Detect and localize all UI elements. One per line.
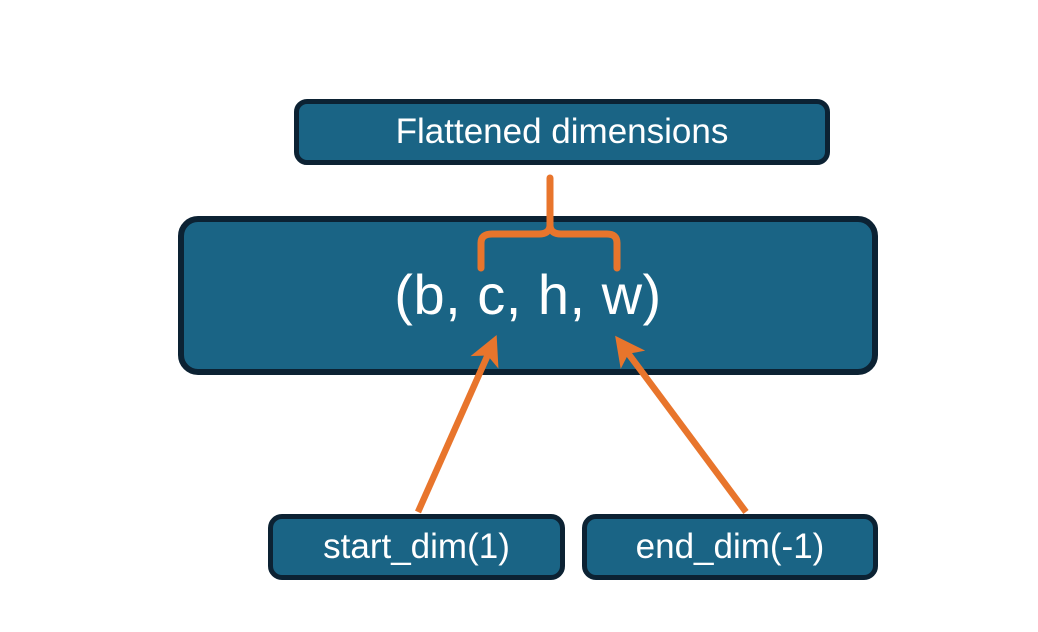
box-flattened-dimensions: Flattened dimensions bbox=[294, 99, 830, 165]
box-end-dim: end_dim(-1) bbox=[582, 514, 878, 580]
box-start-dim: start_dim(1) bbox=[268, 514, 565, 580]
box-shape-tuple-label: (b, c, h, w) bbox=[394, 263, 662, 327]
box-shape-tuple: (b, c, h, w) bbox=[178, 216, 878, 375]
box-start-dim-label: start_dim(1) bbox=[323, 526, 510, 566]
box-flattened-dimensions-label: Flattened dimensions bbox=[395, 111, 729, 151]
box-end-dim-label: end_dim(-1) bbox=[635, 526, 825, 566]
